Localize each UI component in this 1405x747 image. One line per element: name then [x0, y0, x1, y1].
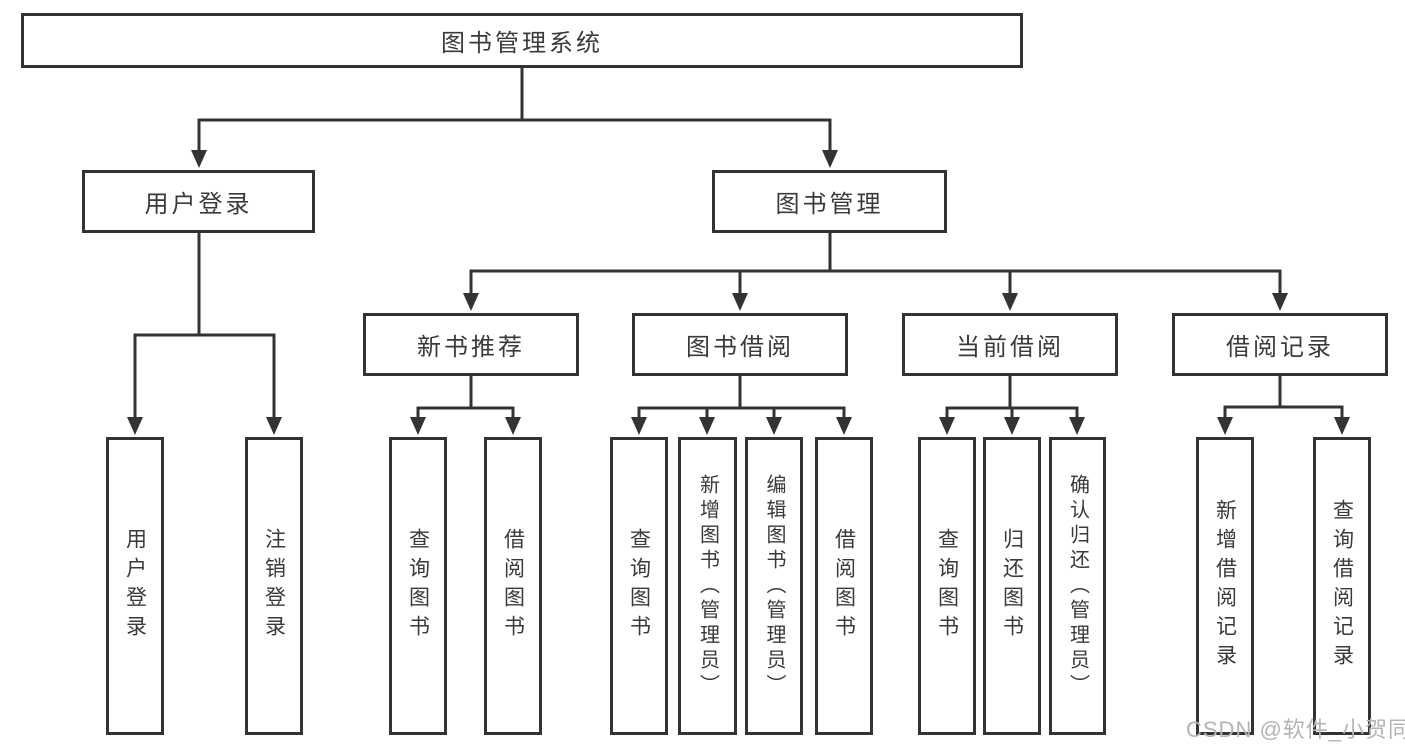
node-label: 归还图书	[1000, 528, 1024, 644]
leaf-recommend-borrow-books: 借阅图书	[484, 437, 542, 735]
node-label: 用户登录	[144, 191, 253, 218]
node-label: 借阅图书	[832, 528, 856, 644]
node-label: 图书借阅	[686, 334, 794, 361]
node-label: 借阅记录	[1226, 334, 1334, 361]
leaf-user-login: 用户登录	[106, 437, 164, 735]
leaf-logout: 注销登录	[245, 437, 303, 735]
node-label: 新增借阅记录	[1213, 499, 1237, 673]
leaf-records-add-record: 新增借阅记录	[1196, 437, 1254, 735]
node-label: 新增图书（管理员）	[696, 473, 719, 699]
node-book-borrowing: 图书借阅	[632, 313, 848, 376]
node-label: 当前借阅	[956, 334, 1064, 361]
node-user-login: 用户登录	[82, 170, 315, 233]
node-new-book-recommend: 新书推荐	[363, 313, 579, 376]
node-label: 注销登录	[262, 528, 286, 644]
node-label: 查询图书	[627, 528, 651, 644]
node-label: 查询图书	[935, 528, 959, 644]
node-label: 新书推荐	[417, 334, 525, 361]
node-label: 用户登录	[123, 528, 147, 644]
leaf-current-query-books: 查询图书	[918, 437, 976, 735]
node-label: 查询图书	[406, 528, 430, 644]
node-label: 借阅图书	[501, 528, 525, 644]
leaf-borrowing-edit-books-admin: 编辑图书（管理员）	[745, 437, 803, 735]
arrowheads	[127, 150, 1350, 435]
leaf-borrowing-query-books: 查询图书	[610, 437, 668, 735]
node-current-borrowing: 当前借阅	[902, 313, 1118, 376]
node-label: 编辑图书（管理员）	[763, 473, 785, 699]
node-book-management: 图书管理	[712, 170, 947, 233]
leaf-borrowing-borrow-books: 借阅图书	[815, 437, 873, 735]
csdn-watermark: CSDN @软件_小贺同学	[1186, 717, 1405, 742]
leaf-borrowing-add-books-admin: 新增图书（管理员）	[678, 437, 737, 735]
leaf-records-query-record: 查询借阅记录	[1313, 437, 1371, 735]
node-label: 图书管理	[775, 191, 884, 218]
node-borrowing-records: 借阅记录	[1172, 313, 1388, 376]
leaf-current-confirm-return-admin: 确认归还（管理员）	[1049, 437, 1106, 735]
leaf-recommend-query-books: 查询图书	[389, 437, 447, 735]
node-label: 查询借阅记录	[1330, 499, 1354, 673]
node-root: 图书管理系统	[21, 13, 1023, 68]
leaf-current-return-books: 归还图书	[983, 437, 1041, 735]
node-label: 图书管理系统	[441, 30, 603, 57]
node-label: 确认归还（管理员）	[1066, 473, 1089, 699]
